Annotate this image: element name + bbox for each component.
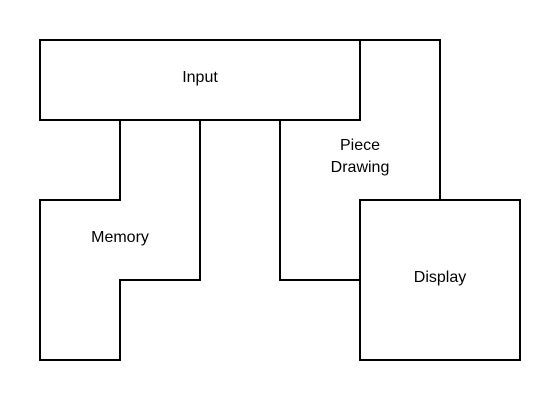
memory-label: Memory — [91, 229, 149, 246]
piece-drawing-label-line2: Drawing — [330, 159, 390, 176]
input-label: Input — [182, 69, 218, 86]
display-label: Display — [413, 269, 467, 286]
memory-block — [39, 119, 201, 361]
input-block — [39, 39, 361, 121]
display-block — [359, 199, 521, 361]
piece-drawing-label-line1: Piece — [339, 137, 381, 154]
